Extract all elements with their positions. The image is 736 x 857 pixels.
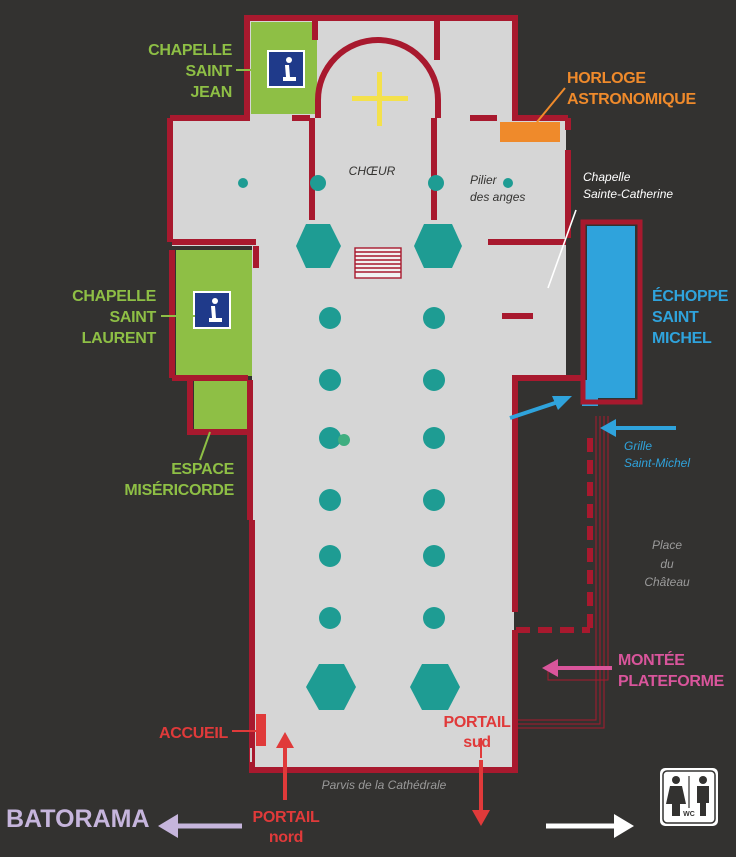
place-du-chateau-line-1: Place — [652, 538, 682, 552]
chapelle-saint-jean-label: CHAPELLE SAINT JEAN — [148, 42, 233, 101]
upper-right-floor — [437, 18, 515, 120]
portail-sud-line-1: PORTAIL — [444, 714, 511, 731]
pilier-des-anges-label: Pilier des anges — [470, 173, 525, 204]
pillar — [319, 427, 341, 449]
pillar — [319, 307, 341, 329]
cross-icon — [352, 72, 408, 126]
echoppe-saint-michel-line-1: ÉCHOPPE — [652, 286, 729, 305]
grille-saint-michel-line-2: Saint-Michel — [624, 456, 690, 470]
grille-saint-michel-line-1: Grille — [624, 439, 652, 453]
pillar — [410, 664, 460, 710]
pillar — [306, 664, 356, 710]
portail-nord-line-2: nord — [269, 829, 303, 846]
leader-lines — [161, 69, 577, 758]
echoppe-saint-michel-line-3: MICHEL — [652, 330, 712, 347]
chapelle-saint-laurent-line-3: LAURENT — [82, 330, 157, 347]
espace-misericorde-line-2: MISÉRICORDE — [124, 480, 234, 499]
pillar — [310, 175, 326, 191]
pillar — [319, 489, 341, 511]
horloge-astronomique-line-2: ASTRONOMIQUE — [567, 91, 696, 108]
pillar — [338, 434, 350, 446]
pillars — [238, 175, 513, 710]
chapelle-saint-jean-line-2: SAINT — [185, 63, 232, 80]
pillar — [296, 224, 341, 268]
wc-icon: WC — [660, 768, 718, 826]
pillar — [319, 607, 341, 629]
pillar — [423, 607, 445, 629]
apse-arch — [315, 37, 441, 118]
choir-steps — [354, 247, 402, 279]
pillar — [428, 175, 444, 191]
grille-saint-michel-label: Grille Saint-Michel — [624, 439, 690, 470]
espace-misericorde-line-1: ESPACE — [171, 461, 234, 478]
floor-plan — [167, 15, 643, 773]
horloge-astronomique-line-1: HORLOGE — [567, 70, 646, 87]
chapelle-sainte-catherine-line-1: Chapelle — [583, 170, 631, 184]
place-du-chateau-line-3: Château — [644, 575, 690, 589]
chapelle-saint-laurent-label: CHAPELLE SAINT LAURENT — [72, 288, 157, 347]
nave-floor — [252, 230, 514, 770]
chapelle-sainte-catherine-label: Chapelle Sainte-Catherine — [583, 170, 673, 201]
pillar — [423, 369, 445, 391]
horloge-astronomique-label: HORLOGE ASTRONOMIQUE — [567, 70, 697, 108]
pillar — [414, 224, 462, 268]
place-du-chateau-line-2: du — [660, 557, 674, 571]
chapelle-saint-jean-line-1: CHAPELLE — [148, 42, 232, 59]
accueil-label: ACCUEIL — [159, 725, 229, 742]
espace-misericorde-label: ESPACE MISÉRICORDE — [124, 461, 235, 499]
pillar — [423, 545, 445, 567]
choeur-label: CHŒUR — [349, 164, 396, 178]
montee-plateforme-line-1: MONTÉE — [618, 650, 685, 669]
arrows — [158, 396, 676, 838]
portail-nord-label: PORTAIL nord — [253, 809, 321, 846]
echoppe-saint-michel-label: ÉCHOPPE SAINT MICHEL — [652, 286, 729, 347]
parvis-label: Parvis de la Cathédrale — [322, 778, 447, 792]
pillar — [423, 427, 445, 449]
pillar — [238, 178, 248, 188]
pilier-des-anges-line-1: Pilier — [470, 173, 498, 187]
walls — [167, 15, 590, 773]
pillar — [503, 178, 513, 188]
place-du-chateau-label: Place du Château — [644, 538, 690, 589]
echoppe-saint-michel-area[interactable] — [587, 226, 635, 398]
horloge-astronomique-area[interactable] — [500, 122, 560, 142]
portail-sud-label: PORTAIL sud — [444, 714, 512, 751]
pillar — [423, 307, 445, 329]
montee-plateforme-label: MONTÉE PLATEFORME — [618, 650, 725, 690]
pillar — [319, 369, 341, 391]
right-side-floor — [488, 240, 566, 380]
montee-plateforme-line-2: PLATEFORME — [618, 673, 725, 690]
echoppe-saint-michel-line-2: SAINT — [652, 309, 699, 326]
prayer-icon — [193, 291, 231, 329]
chapelle-sainte-catherine-line-2: Sainte-Catherine — [583, 187, 673, 201]
pilier-des-anges-line-2: des anges — [470, 190, 525, 204]
portail-sud-line-2: sud — [463, 734, 491, 751]
accueil-desk[interactable] — [256, 714, 266, 746]
chapelle-saint-laurent-line-1: CHAPELLE — [72, 288, 156, 305]
batorama-label: BATORAMA — [6, 805, 150, 833]
chapelle-saint-laurent-line-2: SAINT — [109, 309, 156, 326]
chapelle-saint-jean-line-3: JEAN — [191, 84, 232, 101]
echoppe-wall — [580, 219, 643, 405]
walkway — [516, 416, 609, 729]
pillar — [423, 489, 445, 511]
pillar — [319, 545, 341, 567]
prayer-icon — [267, 50, 305, 88]
espace-misericorde-area[interactable] — [194, 380, 250, 432]
wc-label: WC — [683, 811, 695, 818]
portail-nord-line-1: PORTAIL — [253, 809, 320, 826]
